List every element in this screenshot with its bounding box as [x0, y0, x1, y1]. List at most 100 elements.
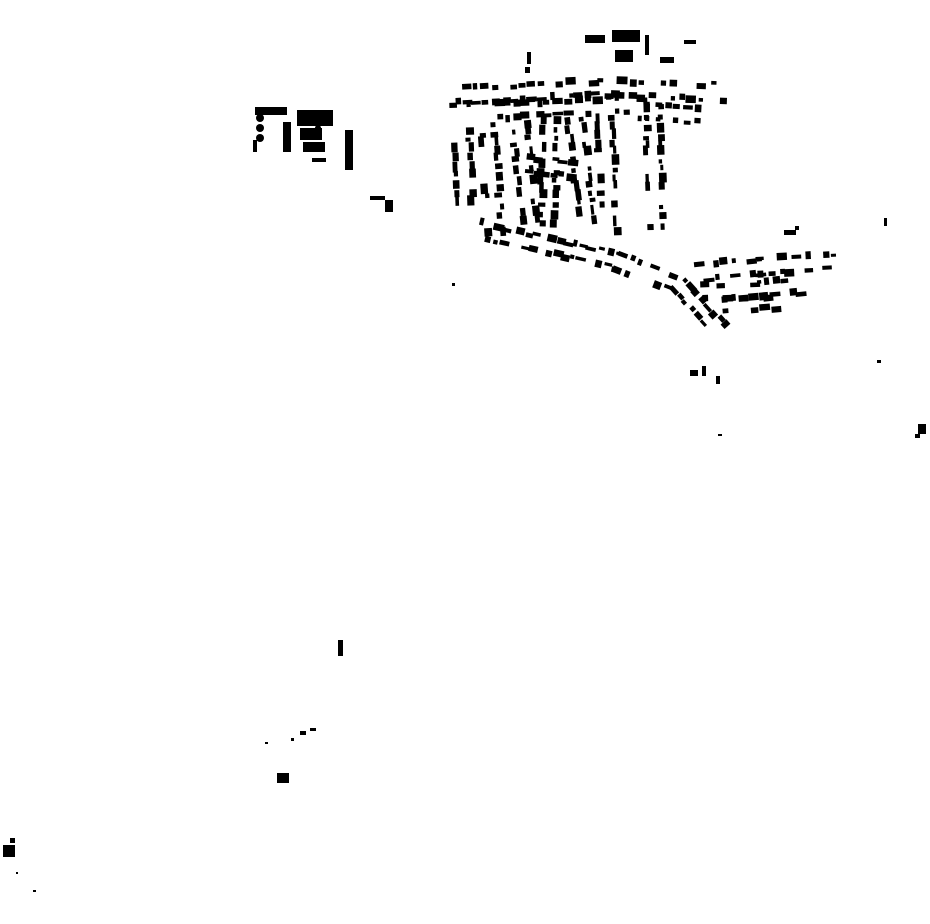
building — [804, 267, 814, 273]
building — [713, 260, 720, 268]
building — [637, 115, 642, 122]
building — [609, 121, 615, 130]
building — [611, 265, 623, 275]
building — [554, 135, 559, 141]
building — [480, 183, 489, 195]
building — [455, 195, 460, 206]
building — [518, 82, 526, 88]
building — [607, 114, 615, 121]
building — [493, 152, 499, 161]
building — [644, 115, 650, 122]
building — [658, 181, 665, 190]
building — [484, 227, 493, 237]
building — [612, 174, 616, 182]
building — [630, 254, 637, 262]
building — [553, 185, 561, 191]
building — [757, 270, 764, 278]
building — [538, 202, 546, 207]
building — [300, 128, 322, 140]
building — [256, 114, 264, 122]
building — [717, 314, 726, 323]
building — [644, 97, 648, 103]
building — [484, 193, 490, 199]
building — [583, 145, 593, 156]
building — [519, 215, 528, 226]
building — [755, 256, 764, 261]
building — [479, 82, 489, 90]
building — [449, 102, 458, 108]
building — [557, 159, 568, 165]
building — [592, 96, 604, 105]
building — [452, 152, 459, 162]
building — [465, 127, 475, 135]
building — [575, 206, 583, 217]
building — [553, 127, 558, 133]
building — [588, 79, 600, 87]
building — [718, 256, 728, 266]
building — [470, 100, 481, 105]
building — [599, 201, 605, 208]
building — [538, 211, 543, 218]
building — [748, 292, 759, 301]
building — [515, 186, 523, 198]
building — [685, 95, 697, 104]
building — [719, 97, 728, 105]
building — [494, 135, 499, 146]
building — [300, 731, 306, 735]
building — [596, 190, 605, 196]
building — [453, 170, 459, 177]
building — [552, 189, 560, 199]
building — [758, 291, 769, 301]
building — [612, 145, 617, 154]
building — [537, 99, 543, 108]
building — [655, 117, 661, 122]
building — [531, 205, 541, 217]
building — [542, 99, 550, 105]
building — [555, 81, 563, 88]
building — [563, 110, 574, 116]
building — [652, 280, 663, 291]
building — [658, 159, 663, 164]
building — [648, 92, 657, 99]
building — [538, 171, 550, 178]
building — [297, 110, 333, 126]
building — [776, 252, 788, 261]
building — [660, 164, 664, 171]
building — [524, 134, 531, 141]
building — [615, 50, 633, 62]
building — [645, 181, 651, 191]
building — [571, 168, 576, 174]
building — [614, 108, 620, 114]
building — [585, 180, 593, 188]
building — [523, 119, 532, 129]
building — [513, 148, 520, 158]
building — [759, 303, 771, 311]
building — [539, 124, 546, 135]
building — [612, 30, 640, 42]
building — [552, 97, 563, 105]
building — [564, 116, 571, 126]
building — [659, 212, 667, 220]
building — [585, 245, 597, 252]
building — [552, 202, 559, 208]
building — [490, 122, 496, 128]
building — [915, 434, 920, 438]
building — [823, 251, 830, 259]
building — [649, 263, 661, 271]
building — [494, 163, 503, 170]
building — [749, 269, 757, 278]
building — [469, 168, 477, 178]
building — [595, 139, 602, 149]
building — [696, 82, 707, 90]
building — [593, 148, 602, 153]
building — [551, 177, 557, 183]
building — [481, 99, 489, 105]
building — [594, 121, 600, 132]
building — [494, 192, 503, 198]
building — [660, 80, 667, 86]
building — [693, 261, 705, 268]
building — [505, 115, 511, 123]
building — [731, 258, 737, 264]
building — [616, 76, 628, 85]
